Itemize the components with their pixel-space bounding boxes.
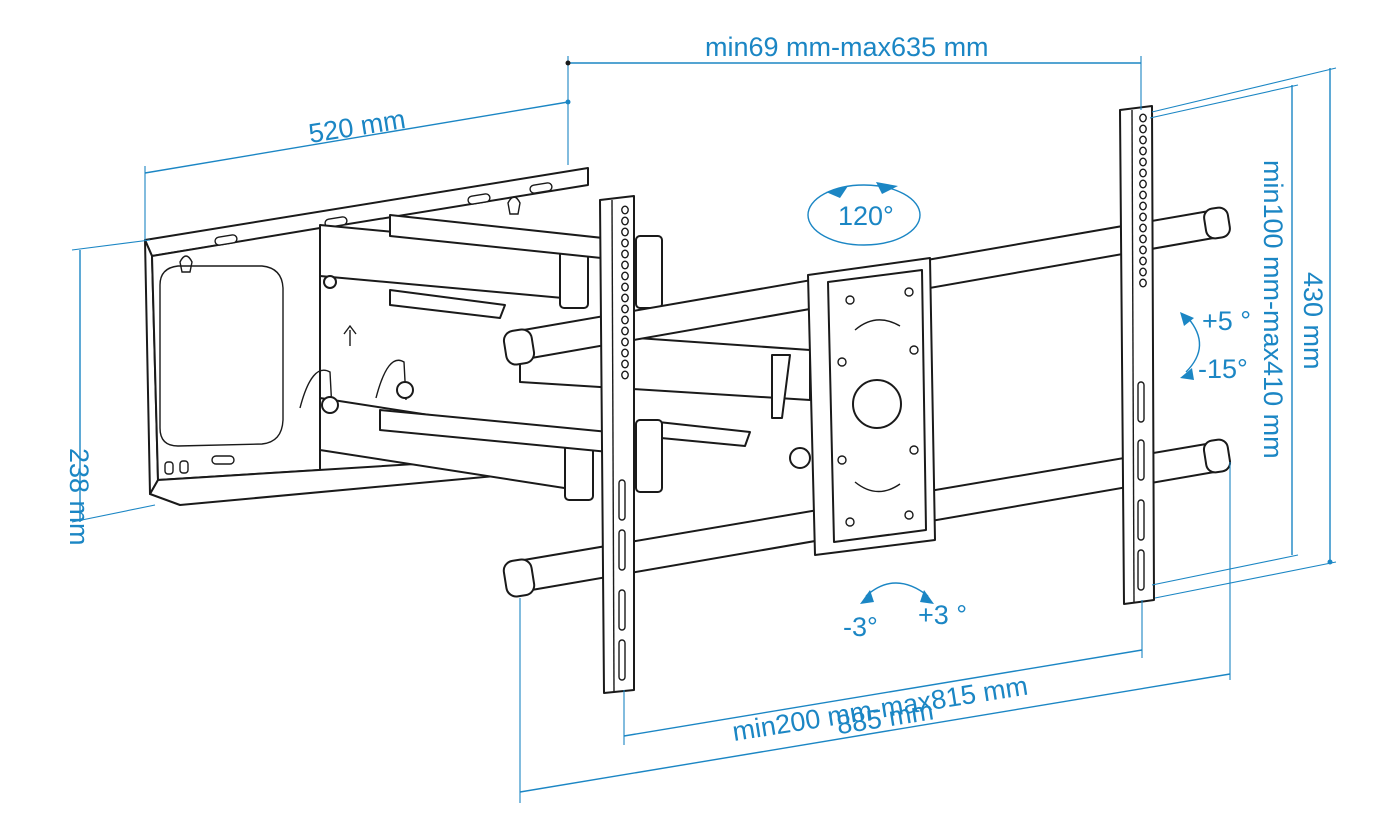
swivel-arrow-left-icon [826,186,848,198]
mounting-hole [1139,201,1147,211]
rotate-right-angle-label: +3 ° [918,600,967,630]
mounting-hole [1139,168,1147,178]
rotate-left-arrow-icon [860,590,874,604]
mounting-hole [1139,245,1147,255]
rotate-left-angle-label: -3° [843,612,878,642]
mounting-hole [1139,278,1147,288]
mounting-hole [621,238,629,248]
mounting-slot [1137,381,1145,423]
vesa-bracket-left [599,195,635,694]
wall-plate-height-label: 238 mm [64,448,94,546]
mounting-hole [621,271,629,281]
mounting-hole [621,227,629,237]
mounting-slot [618,529,626,571]
mounting-hole [621,326,629,336]
mounting-hole [621,260,629,270]
mounting-hole [621,216,629,226]
mounting-hole [1139,157,1147,167]
arm-extension-label: min69 mm-max635 mm [705,32,989,62]
mounting-hole [1139,267,1147,277]
tilt-up-angle-label: +5 ° [1202,306,1251,336]
mounting-slot [1137,549,1145,591]
mounting-hole [621,370,629,380]
dimension-lines [71,56,1337,803]
rotate-right-arrow-icon [920,590,934,604]
mounting-slot [618,639,626,681]
center-tilt-plate [807,257,936,556]
angle-indicators [807,182,1201,604]
mounting-hole [621,205,629,215]
mounting-hole [621,249,629,259]
tilt-down-angle-label: -15° [1198,354,1248,384]
mounting-slot [1137,499,1145,541]
tilt-down-arrow-icon [1180,368,1194,380]
articulating-arms [319,214,811,501]
mounting-hole [1139,179,1147,189]
mounting-hole [1139,124,1147,134]
swivel-angle-label: 120° [838,201,894,231]
mounting-hole [1139,256,1147,266]
mounting-slot [618,479,626,521]
mounting-hole [621,337,629,347]
tilt-up-arrow-icon [1180,312,1194,326]
vesa-vertical-range-label: min100 mm-max410 mm [1258,160,1288,459]
mounting-hole [621,304,629,314]
vesa-hole-pattern [618,113,1147,681]
mounting-hole [1139,146,1147,156]
mounting-hole [1139,113,1147,123]
mounting-hole [621,315,629,325]
wall-plate [144,167,589,506]
vesa-bracket-right [1119,105,1155,605]
mounting-hole [1139,234,1147,244]
mounting-hole [1139,135,1147,145]
mounting-hole [621,282,629,292]
mounting-slot [1137,439,1145,481]
mounting-hole [621,359,629,369]
mounting-hole [1139,223,1147,233]
swivel-arrow-right-icon [876,182,898,194]
mounting-hole [621,293,629,303]
wall-plate-width-label: 520 mm [306,104,407,149]
mounting-slot [618,589,626,631]
mounting-hole [1139,190,1147,200]
vesa-vertical-outer-label: 430 mm [1298,272,1328,370]
mounting-hole [1139,212,1147,222]
mounting-hole [621,348,629,358]
